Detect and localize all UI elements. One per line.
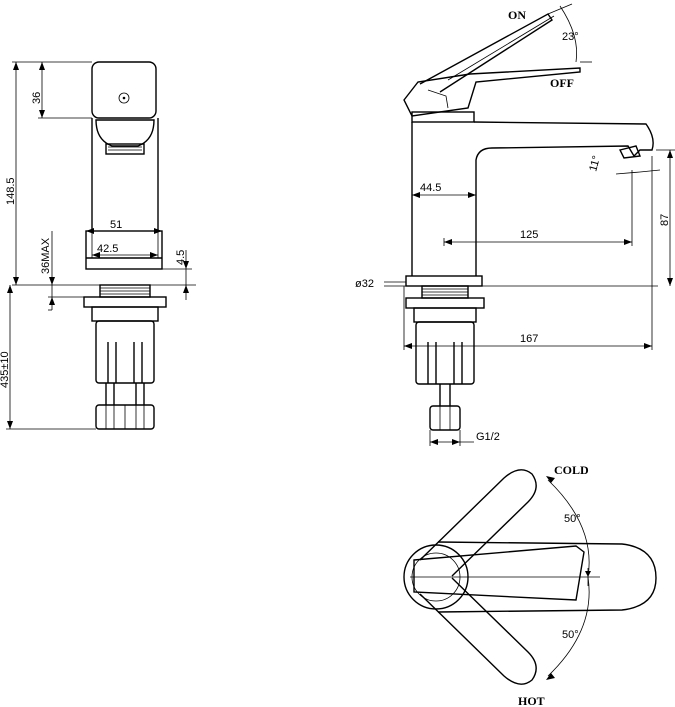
dim-87: 87 [659,214,671,226]
dim-4-5: 4.5 [175,250,187,265]
label-cold: COLD [554,463,589,477]
front-view: 44.5 125 87 167 ø32 G1/2 23° 11° ON OFF [355,3,675,446]
label-on: ON [508,8,526,22]
side-view: 148.5 36 36MAX 51 42.5 4.5 435±10 [0,61,196,430]
dim-g12: G1/2 [476,431,500,443]
angle-23: 23° [562,31,579,43]
label-off: OFF [550,76,574,90]
top-view: 50° 50° COLD HOT [403,463,657,707]
dim-125: 125 [520,229,538,241]
dim-167: 167 [520,333,538,345]
dim-36max: 36MAX [40,237,52,274]
dim-42-5: 42.5 [97,243,118,255]
angle-11: 11° [587,154,603,172]
label-hot: HOT [518,694,545,707]
dim-435: 435±10 [0,351,11,388]
dim-51: 51 [110,219,122,231]
angle-50-bottom: 50° [562,629,579,641]
angle-50-top: 50° [564,513,581,525]
dim-36: 36 [31,92,43,104]
dim-32: ø32 [355,278,374,290]
dim-44-5: 44.5 [420,182,441,194]
dim-148-5: 148.5 [5,177,17,205]
